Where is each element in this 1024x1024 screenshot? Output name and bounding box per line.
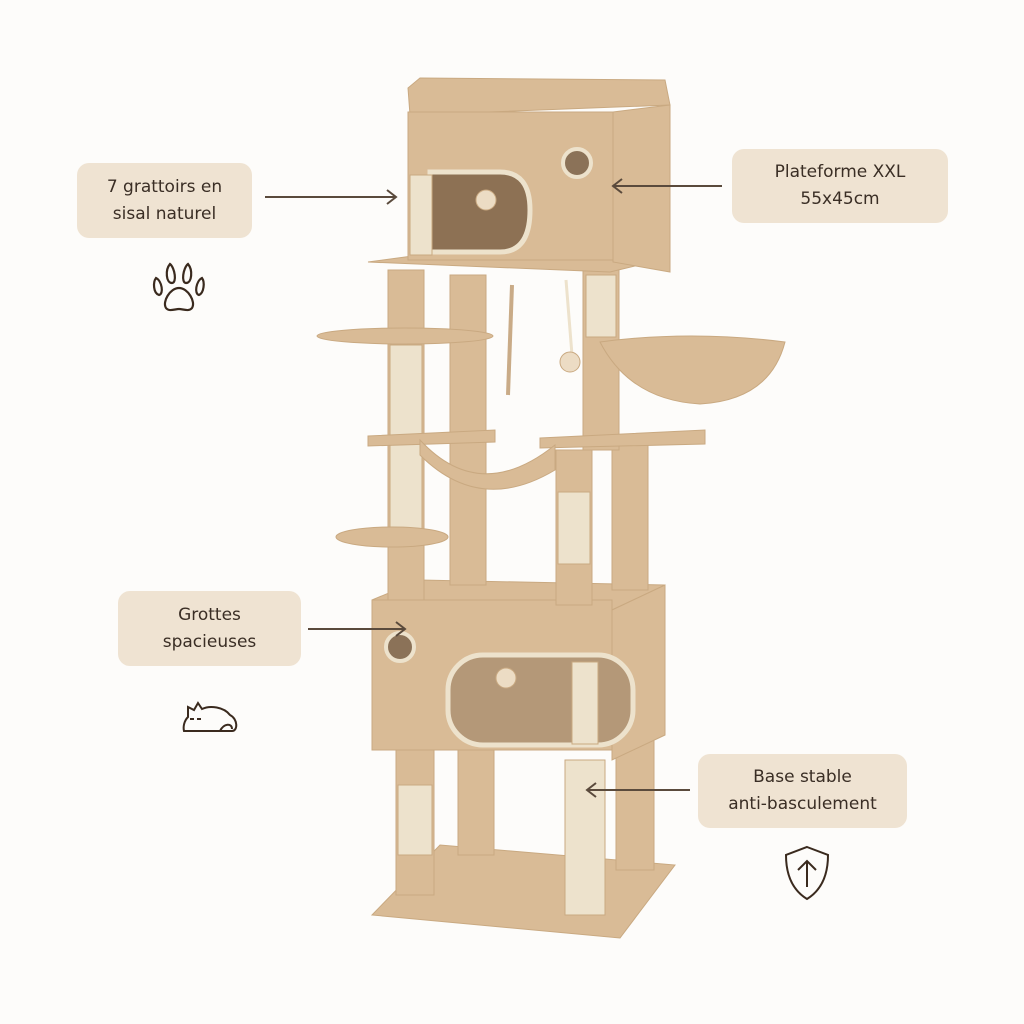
callout-xxl-platform: Plateforme XXL 55x45cm bbox=[732, 149, 948, 223]
arrow-2 bbox=[611, 178, 722, 194]
callout-line: Plateforme XXL bbox=[774, 162, 906, 182]
arrow-3 bbox=[308, 621, 407, 637]
shield-arrow-icon bbox=[784, 845, 830, 901]
sleeping-cat-icon bbox=[182, 701, 238, 732]
peek-hole bbox=[561, 147, 593, 179]
post bbox=[611, 444, 649, 591]
callout-line: Grottes bbox=[178, 604, 241, 625]
arrow-4 bbox=[585, 782, 690, 798]
paw-icon bbox=[152, 262, 205, 312]
callout-line: anti-basculement bbox=[728, 794, 877, 814]
post bbox=[449, 274, 487, 586]
callout-line: spacieuses bbox=[162, 631, 257, 652]
top-box-lid bbox=[407, 77, 671, 116]
step-platform bbox=[316, 327, 494, 345]
basket-hammock bbox=[599, 335, 786, 405]
peek-hole bbox=[384, 631, 416, 663]
callout-line: Base stable bbox=[753, 767, 852, 787]
callout-caves: Grottes spacieuses bbox=[118, 591, 301, 666]
callout-line: 55x45cm bbox=[800, 189, 880, 209]
callout-line: sisal naturel bbox=[112, 203, 217, 224]
callout-line: 7 grattoirs en bbox=[106, 176, 223, 197]
callout-stable-base: Base stable anti-basculement bbox=[698, 754, 907, 828]
step-platform bbox=[539, 429, 706, 449]
arrow-1 bbox=[265, 189, 398, 205]
step-platform bbox=[335, 526, 449, 548]
callout-sisal-scratchers: 7 grattoirs en sisal naturel bbox=[77, 163, 252, 238]
step-platform bbox=[367, 429, 496, 447]
sisal-post bbox=[397, 784, 433, 856]
post bbox=[457, 749, 495, 856]
sisal-post bbox=[564, 759, 606, 916]
lower-cave-opening bbox=[445, 652, 636, 748]
post bbox=[615, 734, 655, 871]
top-cave-opening bbox=[427, 169, 533, 255]
hammock bbox=[419, 438, 556, 490]
